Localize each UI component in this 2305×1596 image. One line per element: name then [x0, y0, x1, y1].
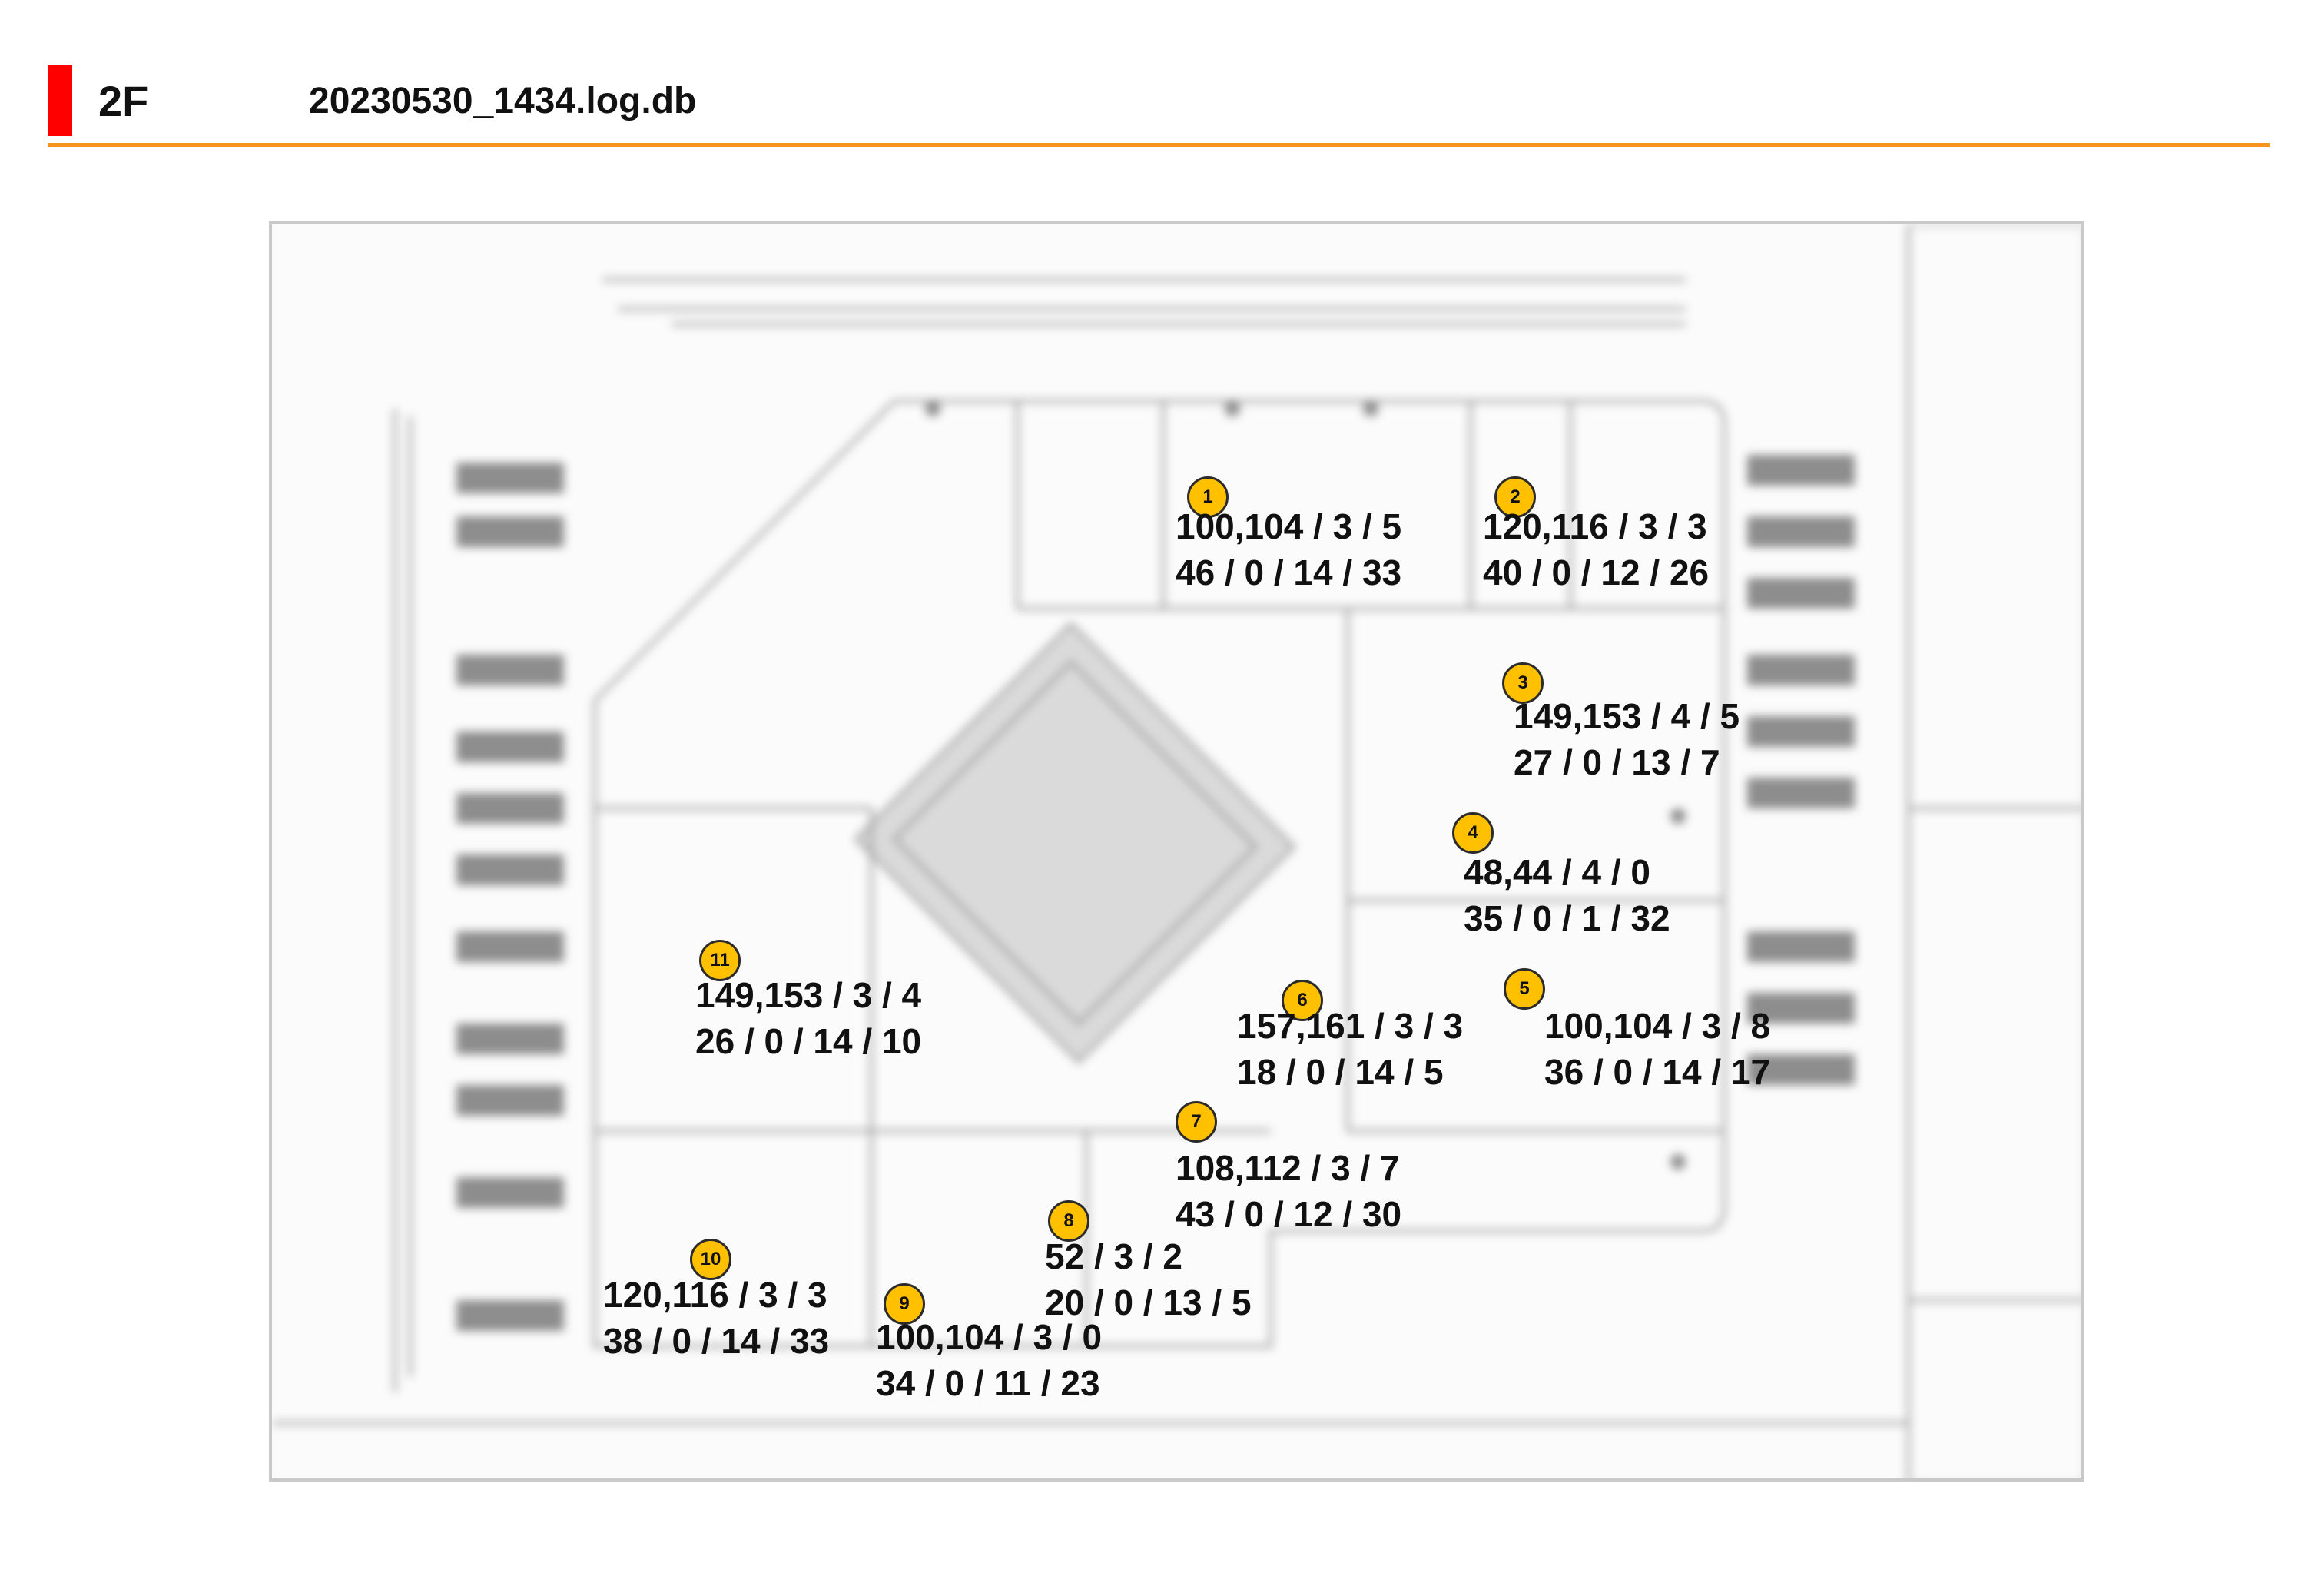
ap-reading-line2: 46 / 0 / 14 / 33	[1176, 552, 1402, 592]
ap-reading-3: 149,153 / 4 / 5 27 / 0 / 13 / 7	[1514, 693, 1740, 785]
ap-reading-line1: 149,153 / 4 / 5	[1514, 696, 1740, 736]
ap-reading-4: 48,44 / 4 / 0 35 / 0 / 1 / 32	[1464, 849, 1670, 941]
ap-marker-7: 7	[1176, 1101, 1217, 1143]
ap-reading-2: 120,116 / 3 / 3 40 / 0 / 12 / 26	[1483, 503, 1709, 596]
ap-marker-4: 4	[1452, 812, 1494, 854]
ap-reading-line1: 100,104 / 3 / 0	[876, 1317, 1103, 1357]
ap-marker-10: 10	[690, 1239, 731, 1280]
ap-reading-line2: 35 / 0 / 1 / 32	[1464, 898, 1670, 938]
ap-reading-8: 52 / 3 / 2 20 / 0 / 13 / 5	[1045, 1233, 1252, 1326]
ap-marker-3: 3	[1502, 662, 1544, 704]
ap-reading-5: 100,104 / 3 / 8 36 / 0 / 14 / 17	[1544, 1003, 1770, 1095]
ap-reading-line2: 43 / 0 / 12 / 30	[1176, 1194, 1402, 1234]
ap-marker-8: 8	[1048, 1200, 1089, 1242]
ap-reading-11: 149,153 / 3 / 4 26 / 0 / 14 / 10	[695, 972, 921, 1064]
floor-plan	[269, 221, 2084, 1482]
log-file-name: 20230530_1434.log.db	[309, 81, 697, 121]
ap-reading-line1: 149,153 / 3 / 4	[695, 975, 922, 1015]
floor-label: 2F	[98, 77, 149, 125]
ap-reading-9: 100,104 / 3 / 0 34 / 0 / 11 / 23	[876, 1314, 1102, 1406]
ap-reading-line1: 157,161 / 3 / 3	[1237, 1006, 1464, 1046]
ap-reading-line1: 100,104 / 3 / 8	[1544, 1006, 1771, 1046]
ap-marker-1: 1	[1187, 476, 1229, 518]
ap-reading-line1: 120,116 / 3 / 3	[603, 1275, 827, 1315]
ap-reading-6: 157,161 / 3 / 3 18 / 0 / 14 / 5	[1237, 1003, 1463, 1095]
ap-reading-line2: 26 / 0 / 14 / 10	[695, 1021, 922, 1061]
ap-marker-11: 11	[699, 940, 741, 981]
ap-reading-line1: 48,44 / 4 / 0	[1464, 852, 1650, 892]
ap-reading-line1: 52 / 3 / 2	[1045, 1236, 1183, 1276]
ap-reading-line2: 27 / 0 / 13 / 7	[1514, 742, 1720, 782]
header-divider	[48, 143, 2270, 147]
ap-reading-line2: 34 / 0 / 11 / 23	[876, 1363, 1100, 1403]
ap-reading-line2: 40 / 0 / 12 / 26	[1483, 552, 1710, 592]
ap-reading-line2: 38 / 0 / 14 / 33	[603, 1321, 830, 1361]
ap-reading-line2: 18 / 0 / 14 / 5	[1237, 1052, 1444, 1092]
ap-reading-line1: 100,104 / 3 / 5	[1176, 506, 1402, 546]
ap-marker-2: 2	[1494, 476, 1536, 518]
header-accent-bar	[48, 65, 72, 136]
ap-reading-line1: 120,116 / 3 / 3	[1483, 506, 1707, 546]
ap-reading-line2: 36 / 0 / 14 / 17	[1544, 1052, 1771, 1092]
ap-reading-10: 120,116 / 3 / 3 38 / 0 / 14 / 33	[603, 1272, 829, 1364]
ap-marker-6: 6	[1282, 980, 1323, 1021]
floor-plan-drawing	[272, 224, 2081, 1478]
ap-reading-line1: 108,112 / 3 / 7	[1176, 1148, 1400, 1188]
ap-reading-line2: 20 / 0 / 13 / 5	[1045, 1282, 1252, 1322]
ap-reading-7: 108,112 / 3 / 7 43 / 0 / 12 / 30	[1176, 1145, 1401, 1237]
ap-marker-9: 9	[884, 1283, 925, 1325]
ap-marker-5: 5	[1504, 968, 1545, 1010]
ap-reading-1: 100,104 / 3 / 5 46 / 0 / 14 / 33	[1176, 503, 1401, 596]
